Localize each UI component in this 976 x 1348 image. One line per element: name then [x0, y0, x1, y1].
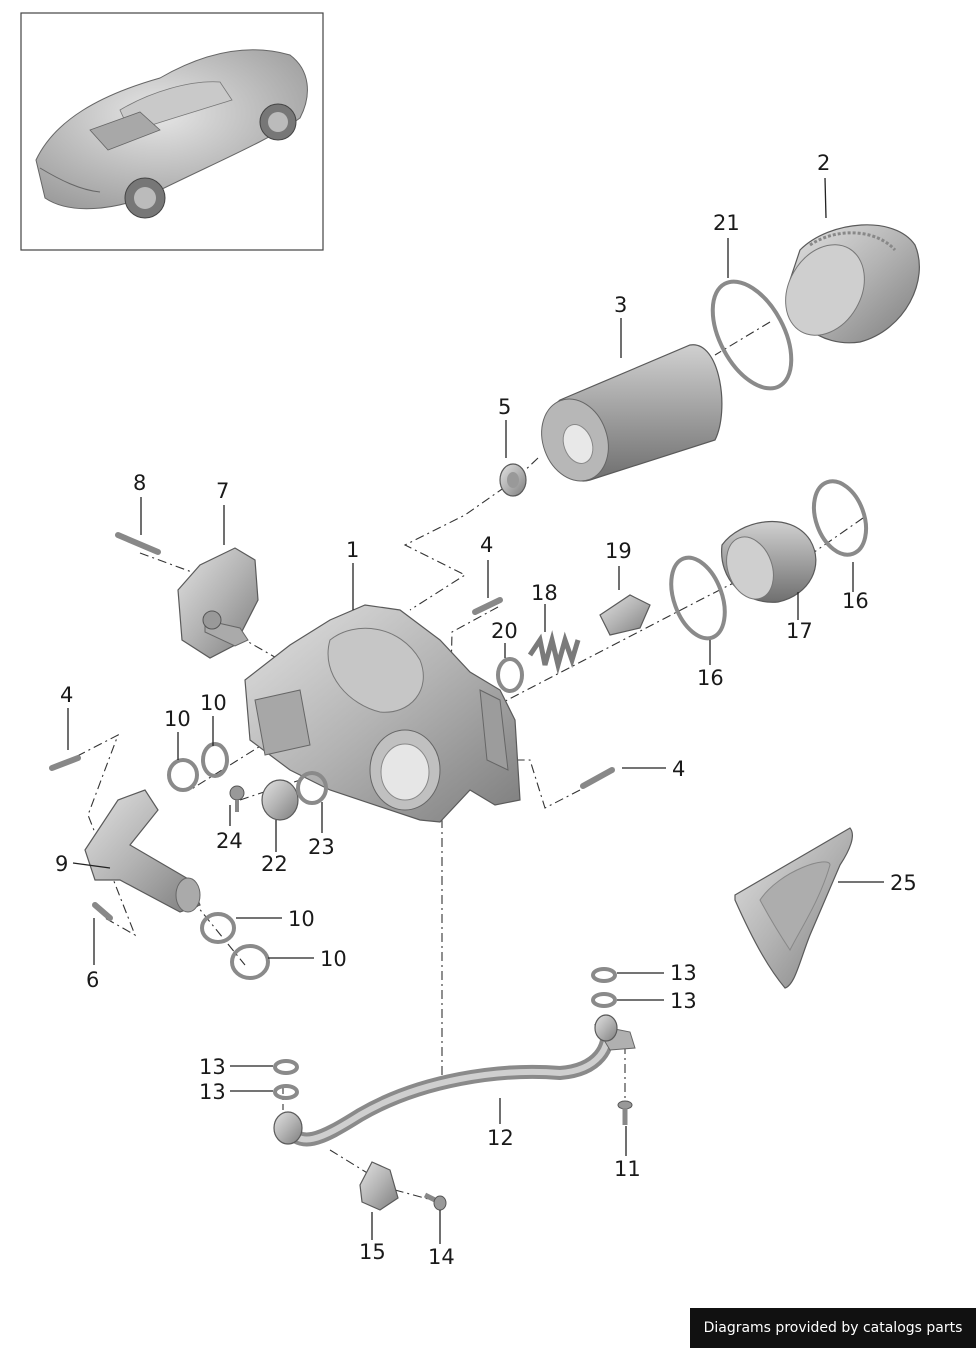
- o-ring-16-left: [669, 555, 727, 641]
- bolt-6: [92, 902, 113, 921]
- callout-22: 22: [261, 852, 288, 876]
- callout-10-b: 10: [200, 691, 227, 715]
- heat-shield-25: [734, 827, 853, 989]
- callout-12: 12: [487, 1126, 514, 1150]
- callout-4-left: 4: [60, 683, 73, 707]
- vehicle-thumbnail: [20, 12, 324, 251]
- callout-15: 15: [359, 1240, 386, 1264]
- callouts: 2 21 3 5 8 7 1 4 19 18 20 16 17 16 4 10 …: [55, 151, 917, 1269]
- callout-19: 19: [605, 539, 632, 563]
- bolt-4-left: [49, 755, 81, 771]
- o-ring-10-d: [230, 944, 270, 980]
- callout-16-left: 16: [697, 666, 724, 690]
- seal-13-d: [273, 1084, 299, 1100]
- callout-5: 5: [498, 395, 511, 419]
- o-ring-23: [296, 771, 328, 805]
- leader-lines: [67, 177, 884, 1244]
- callout-6: 6: [86, 968, 99, 992]
- bolt-11: [617, 1100, 633, 1125]
- callout-24: 24: [216, 829, 243, 853]
- sleeve-17: [721, 520, 817, 603]
- seal-13-a: [591, 967, 617, 983]
- callout-17: 17: [786, 619, 813, 643]
- filter-cap: [785, 224, 920, 344]
- callout-9: 9: [55, 852, 68, 876]
- callout-13-b: 13: [670, 989, 697, 1013]
- bolt-8: [115, 532, 161, 555]
- valve-piston-19: [599, 594, 651, 636]
- filter-valve: [499, 463, 527, 497]
- callout-13-d: 13: [199, 1080, 226, 1104]
- filter-element: [541, 344, 723, 482]
- callout-3: 3: [614, 293, 627, 317]
- callout-14: 14: [428, 1245, 455, 1269]
- callout-8: 8: [133, 471, 146, 495]
- o-ring-21: [710, 279, 794, 391]
- credits-banner: Diagrams provided by catalogs parts: [690, 1308, 976, 1348]
- callout-4-right: 4: [672, 757, 685, 781]
- sensor-assembly: [177, 547, 259, 659]
- callout-11: 11: [614, 1157, 641, 1181]
- callout-7: 7: [216, 479, 229, 503]
- clamp-15: [359, 1161, 399, 1211]
- callout-10-c: 10: [288, 907, 315, 931]
- oil-filter-housing: [244, 604, 521, 823]
- callout-16-right: 16: [842, 589, 869, 613]
- callout-13-c: 13: [199, 1055, 226, 1079]
- callout-18: 18: [531, 581, 558, 605]
- bolt-4-right: [580, 767, 615, 789]
- o-ring-20: [496, 657, 524, 693]
- callout-21: 21: [713, 211, 740, 235]
- o-ring-10-c: [200, 912, 236, 944]
- callout-20: 20: [491, 619, 518, 643]
- o-ring-10-a: [167, 758, 199, 792]
- callout-23: 23: [308, 835, 335, 859]
- seal-13-c: [273, 1059, 299, 1075]
- callout-10-d: 10: [320, 947, 347, 971]
- callout-10-a: 10: [164, 707, 191, 731]
- spring-18: [527, 630, 581, 675]
- screw-14: [423, 1192, 447, 1211]
- callout-1: 1: [346, 538, 359, 562]
- callout-2: 2: [817, 151, 830, 175]
- bolt-4-top: [472, 597, 503, 615]
- callout-4-top: 4: [480, 533, 493, 557]
- oil-line-12: [273, 1014, 636, 1147]
- seal-13-b: [591, 992, 617, 1008]
- callout-13-a: 13: [670, 961, 697, 985]
- screw-24: [229, 785, 245, 812]
- plug-22: [261, 779, 299, 821]
- o-ring-10-b: [201, 742, 229, 778]
- callout-25: 25: [890, 871, 917, 895]
- o-ring-16-right: [811, 479, 869, 557]
- elbow-pipe-9: [84, 789, 201, 913]
